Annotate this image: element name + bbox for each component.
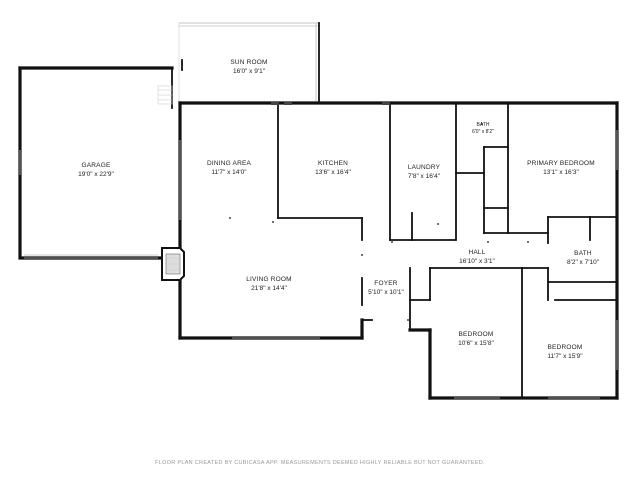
garage-dim: 19'0" x 22'9" bbox=[78, 171, 114, 178]
garage-name: GARAGE bbox=[81, 162, 110, 169]
laundry-dim: 7'8" x 16'4" bbox=[408, 173, 441, 180]
bedroom-1-name: BEDROOM bbox=[459, 331, 494, 338]
kitchen-dim: 13'6" x 16'4" bbox=[315, 169, 351, 176]
interior-walls bbox=[277, 102, 618, 399]
living-room-name: LIVING ROOM bbox=[246, 276, 292, 283]
primary-bedroom-dim: 13'1" x 16'3" bbox=[543, 169, 579, 176]
primary-bedroom-name: PRIMARY BEDROOM bbox=[527, 160, 595, 167]
room-labels: SUN ROOM 16'0" x 9'1" GARAGE 19'0" x 22'… bbox=[78, 59, 600, 360]
bedroom-1-dim: 10'6" x 15'8" bbox=[458, 340, 494, 347]
sun-room-name: SUN ROOM bbox=[230, 59, 267, 66]
kitchen-name: KITCHEN bbox=[318, 160, 348, 167]
primary-bath-name: BATH bbox=[477, 122, 490, 128]
bath-2-dim: 8'2" x 7'10" bbox=[567, 259, 600, 266]
fireplace bbox=[161, 247, 185, 281]
dining-area-dim: 11'7" x 14'0" bbox=[211, 169, 247, 176]
bedroom-2-name: BEDROOM bbox=[548, 344, 583, 351]
laundry-name: LAUNDRY bbox=[408, 164, 441, 171]
bedroom-2-dim: 11'7" x 15'9" bbox=[547, 353, 583, 360]
door-markers bbox=[179, 102, 529, 321]
sun-room-dim: 16'0" x 9'1" bbox=[233, 68, 266, 75]
dining-area-name: DINING AREA bbox=[207, 160, 252, 167]
foyer-name: FOYER bbox=[374, 280, 397, 287]
garage-outline bbox=[18, 66, 174, 260]
foyer-dim: 5'10" x 10'1" bbox=[368, 289, 404, 296]
primary-bath-dim: 6'0" x 8'2" bbox=[472, 129, 494, 135]
hall-dim: 16'10" x 3'1" bbox=[459, 258, 495, 265]
house-exterior-walls bbox=[178, 101, 619, 400]
hall-name: HALL bbox=[468, 249, 485, 256]
living-room-dim: 21'8" x 14'4" bbox=[251, 285, 287, 292]
bath-2-name: BATH bbox=[574, 250, 592, 257]
floor-plan-disclaimer: FLOOR PLAN CREATED BY CUBICASA APP. MEAS… bbox=[155, 460, 485, 466]
